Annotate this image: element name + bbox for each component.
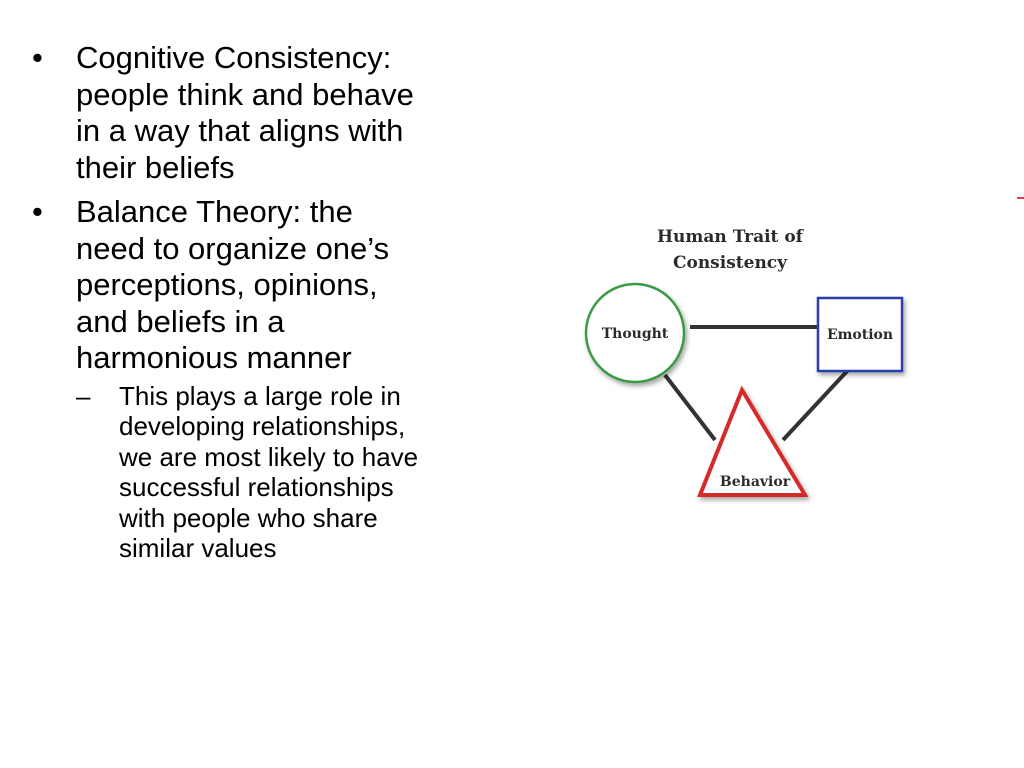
bullet-line: Cognitive Consistency: — [76, 40, 392, 75]
thought-circle — [584, 282, 686, 384]
sub-bullet-dash: – — [76, 380, 91, 411]
bullet-text: Cognitive Consistency: people think and … — [76, 40, 530, 186]
bullet-dot: • — [32, 194, 43, 229]
sub-bullet-list: – This plays a large role in developing … — [76, 381, 530, 564]
thought-label: Thought — [602, 326, 669, 342]
red-marker — [1017, 197, 1024, 199]
bullet-cognitive-consistency: • Cognitive Consistency: people think an… — [30, 40, 530, 186]
sub-bullet-line: similar values — [119, 533, 277, 563]
bullet-balance-theory: • Balance Theory: the need to organize o… — [30, 194, 530, 564]
bullet-line: harmonious manner — [76, 340, 352, 375]
emotion-square — [816, 296, 904, 373]
behavior-triangle — [697, 385, 809, 497]
behavior-node: Behavior — [697, 385, 809, 497]
diagram-title-line2: Consistency — [673, 253, 788, 273]
connector-thought-behavior — [663, 373, 717, 442]
bullet-line: Balance Theory: the — [76, 194, 353, 229]
bullet-line: people think and behave — [76, 76, 414, 112]
bullet-line: need to organize one’s — [76, 230, 390, 266]
bullet-line: and beliefs in a — [76, 303, 285, 339]
bullet-line: in a way that aligns with — [76, 113, 404, 148]
sub-bullet-line: This plays a large role in — [119, 380, 401, 411]
emotion-label: Emotion — [827, 327, 893, 343]
emotion-node: Emotion — [816, 296, 904, 373]
bullet-line: their beliefs — [76, 149, 235, 185]
bullet-line: perceptions, opinions, — [76, 267, 378, 302]
consistency-diagram: Human Trait of Consistency Thought Emoti… — [584, 227, 904, 497]
behavior-label: Behavior — [720, 474, 791, 490]
sub-bullet-line: successful relationships — [119, 472, 394, 502]
sub-bullet-line: with people who share — [119, 502, 378, 533]
connector-emotion-behavior — [781, 366, 852, 442]
sub-bullet-line: we are most likely to have — [119, 441, 419, 472]
thought-node: Thought — [584, 282, 686, 384]
sub-bullet-line: developing relationships, — [119, 411, 406, 441]
bullet-dot: • — [32, 40, 43, 75]
sub-bullet-relationships: – This plays a large role in developing … — [76, 381, 530, 564]
bullet-list: • Cognitive Consistency: people think an… — [30, 40, 530, 572]
bullet-text: Balance Theory: the need to organize one… — [76, 194, 530, 377]
diagram-title-line1: Human Trait of — [657, 227, 805, 247]
